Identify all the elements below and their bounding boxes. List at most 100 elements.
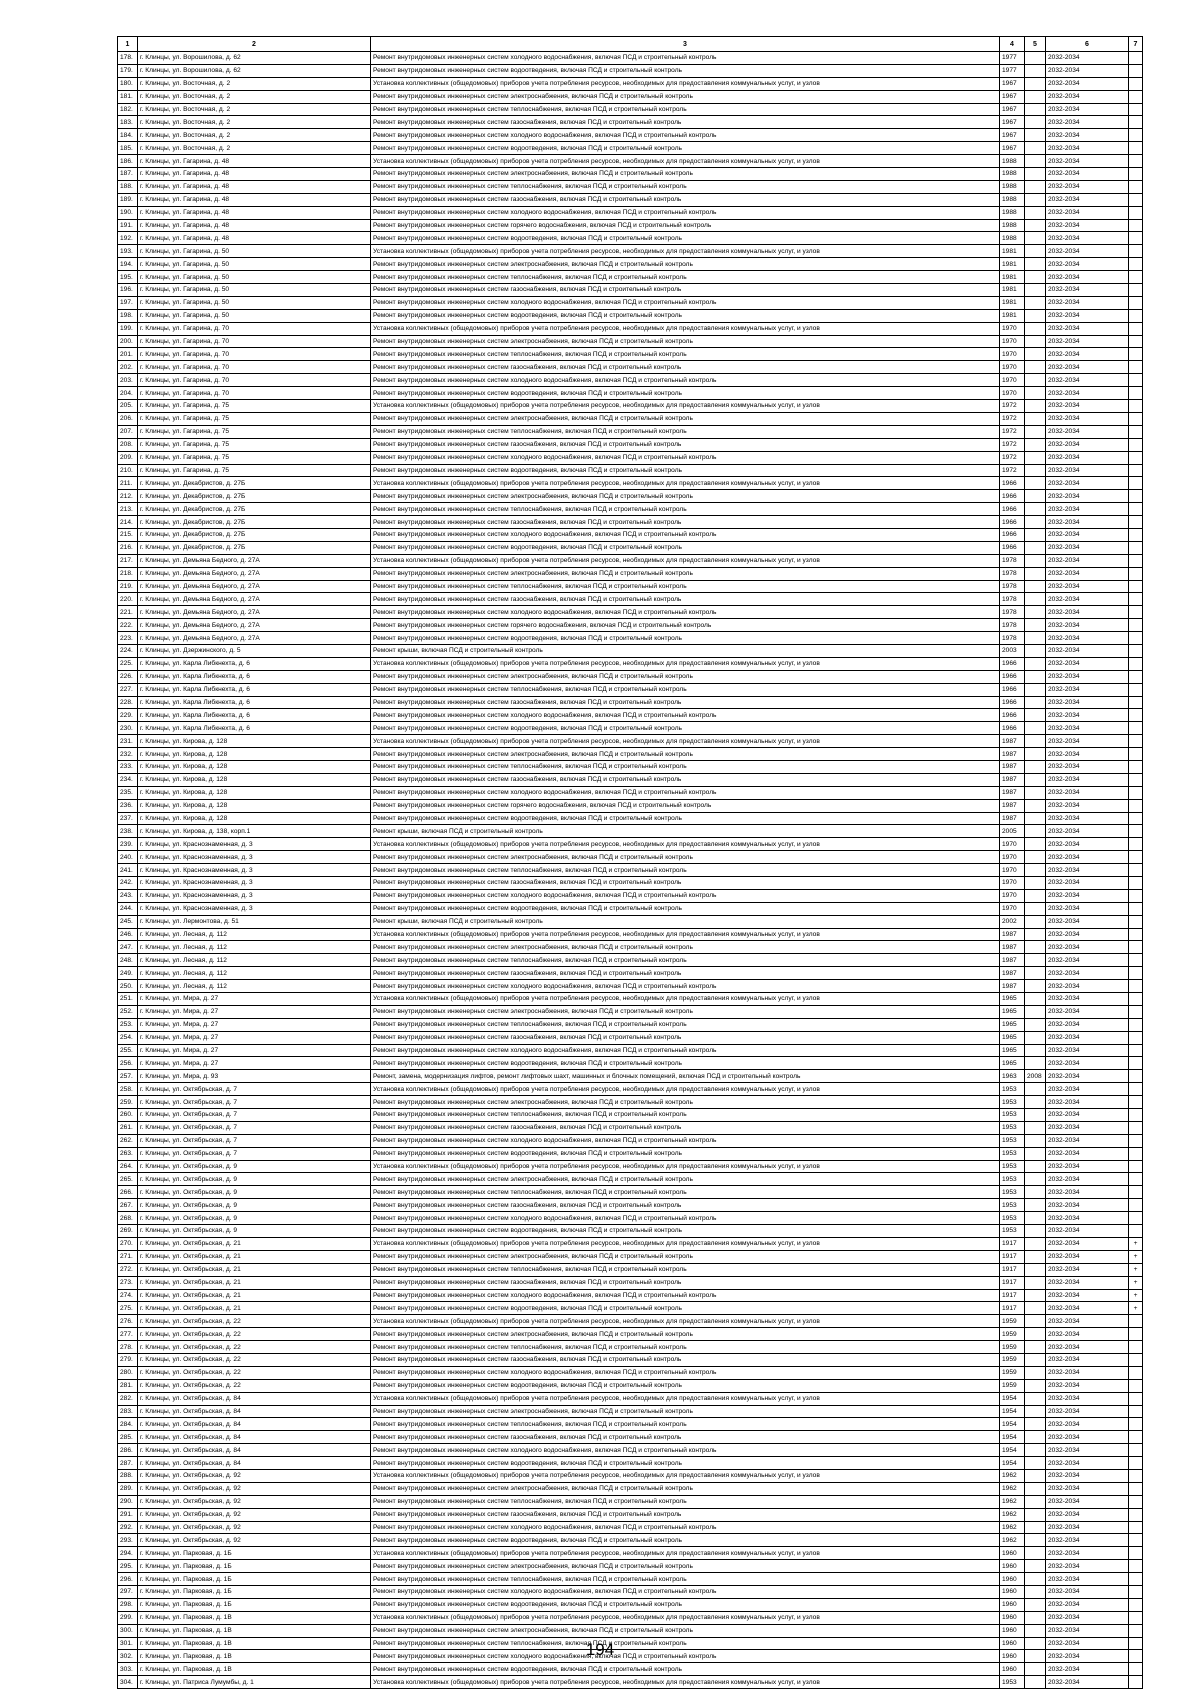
mark-cell [1128, 992, 1143, 1006]
mark-cell [1128, 515, 1143, 529]
overhaul-year-cell [1024, 1365, 1046, 1380]
commission-year-cell: 1959 [999, 1352, 1025, 1367]
row-number-cell: 220. [117, 592, 138, 607]
work-description-cell: Ремонт внутридомовых инженерных систем г… [370, 1030, 1000, 1045]
row-number-cell: 199. [117, 321, 138, 336]
planned-period-cell: 2032-2034 [1045, 373, 1129, 388]
overhaul-year-cell [1024, 502, 1046, 517]
table-row: 220.г. Клинцы, ул. Демьяна Бедного, д. 2… [117, 592, 1143, 607]
address-cell: г. Клинцы, ул. Парковая, д. 1В [137, 1610, 371, 1625]
commission-year-cell: 1966 [999, 695, 1025, 710]
overhaul-year-cell [1024, 940, 1046, 955]
row-number-cell: 192. [117, 231, 138, 246]
address-cell: г. Клинцы, ул. Мира, д. 27 [137, 992, 371, 1006]
work-description-cell: Установка коллективных (общедомовых) при… [370, 1610, 1000, 1625]
row-number-cell: 282. [117, 1391, 138, 1406]
address-cell: г. Клинцы, ул. Октябрьская, д. 9 [137, 1224, 371, 1238]
table-row: 240.г. Клинцы, ул. Краснознаменная, д. 3… [117, 850, 1143, 865]
commission-year-cell: 1967 [999, 115, 1025, 130]
row-number-cell: 256. [117, 1056, 138, 1071]
table-row: 226.г. Клинцы, ул. Карла Либкнехта, д. 6… [117, 669, 1143, 684]
mark-cell [1128, 1004, 1143, 1019]
work-description-cell: Ремонт внутридомовых инженерных систем г… [370, 618, 1000, 633]
mark-cell [1128, 798, 1143, 813]
overhaul-year-cell [1024, 334, 1046, 349]
work-description-cell: Установка коллективных (общедомовых) при… [370, 1159, 1000, 1174]
overhaul-year-cell [1024, 1352, 1046, 1367]
row-number-cell: 185. [117, 141, 138, 156]
overhaul-year-cell [1024, 102, 1046, 117]
planned-period-cell: 2032-2034 [1045, 1030, 1129, 1045]
work-description-cell: Ремонт внутридомовых инженерных систем т… [370, 759, 1000, 774]
overhaul-year-cell [1024, 1288, 1046, 1303]
planned-period-cell: 2032-2034 [1045, 1340, 1129, 1354]
planned-period-cell: 2032-2034 [1045, 1108, 1129, 1122]
address-cell: г. Клинцы, ул. Октябрьская, д. 9 [137, 1211, 371, 1226]
mark-cell [1128, 1378, 1143, 1393]
commission-year-cell: 1970 [999, 360, 1025, 375]
mark-cell [1128, 1494, 1143, 1509]
planned-period-cell: 2032-2034 [1045, 1327, 1129, 1342]
work-description-cell: Ремонт внутридомовых инженерных систем т… [370, 953, 1000, 968]
planned-period-cell: 2032-2034 [1045, 1533, 1129, 1548]
address-cell: г. Клинцы, ул. Октябрьская, д. 22 [137, 1352, 371, 1367]
overhaul-year-cell [1024, 321, 1046, 336]
mark-cell [1128, 424, 1143, 439]
row-number-cell: 269. [117, 1224, 138, 1238]
mark-cell [1128, 759, 1143, 774]
address-cell: г. Клинцы, ул. Гагарина, д. 50 [137, 270, 371, 285]
table-row: 244.г. Клинцы, ул. Краснознаменная, д. 3… [117, 901, 1143, 916]
work-description-cell: Ремонт внутридомовых инженерных систем г… [370, 798, 1000, 813]
work-description-cell: Ремонт внутридомовых инженерных систем э… [370, 334, 1000, 349]
commission-year-cell: 1963 [999, 1069, 1025, 1084]
overhaul-year-cell [1024, 1340, 1046, 1354]
planned-period-cell: 2032-2034 [1045, 1017, 1129, 1032]
row-number-cell: 211. [117, 476, 138, 491]
commission-year-cell: 1988 [999, 192, 1025, 207]
work-description-cell: Ремонт внутридомовых инженерных систем в… [370, 540, 1000, 555]
address-cell: г. Клинцы, ул. Мира, д. 27 [137, 1030, 371, 1045]
planned-period-cell: 2032-2034 [1045, 1236, 1129, 1251]
overhaul-year-cell [1024, 63, 1046, 78]
mark-cell [1128, 167, 1143, 181]
planned-period-cell: 2032-2034 [1045, 437, 1129, 452]
mark-cell [1128, 785, 1143, 800]
mark-cell [1128, 231, 1143, 246]
planned-period-cell: 2032-2034 [1045, 51, 1129, 65]
commission-year-cell: 1987 [999, 940, 1025, 955]
address-cell: г. Клинцы, ул. Гагарина, д. 70 [137, 334, 371, 349]
work-description-cell: Ремонт внутридомовых инженерных систем т… [370, 424, 1000, 439]
planned-period-cell: 2032-2034 [1045, 1584, 1129, 1599]
work-description-cell: Ремонт внутридомовых инженерных систем г… [370, 1507, 1000, 1522]
commission-year-cell: 1988 [999, 167, 1025, 181]
address-cell: г. Клинцы, ул. Демьяна Бедного, д. 27А [137, 605, 371, 620]
planned-period-cell: 2032-2034 [1045, 1082, 1129, 1097]
planned-period-cell: 2032-2034 [1045, 1004, 1129, 1019]
mark-cell [1128, 927, 1143, 942]
mark-cell [1128, 1224, 1143, 1238]
commission-year-cell: 1972 [999, 399, 1025, 413]
mark-cell [1128, 1533, 1143, 1548]
column-header-2: 2 [137, 36, 371, 52]
work-description-cell: Ремонт внутридомовых инженерных систем т… [370, 1262, 1000, 1277]
address-cell: г. Клинцы, ул. Октябрьская, д. 84 [137, 1417, 371, 1432]
table-row: 219.г. Клинцы, ул. Демьяна Бедного, д. 2… [117, 579, 1143, 594]
work-description-cell: Ремонт внутридомовых инженерных систем э… [370, 1095, 1000, 1110]
work-description-cell: Установка коллективных (общедомовых) при… [370, 76, 1000, 91]
address-cell: г. Клинцы, ул. Гагарина, д. 48 [137, 167, 371, 181]
commission-year-cell: 1965 [999, 1017, 1025, 1032]
address-cell: г. Клинцы, ул. Октябрьская, д. 21 [137, 1249, 371, 1264]
work-description-cell: Ремонт внутридомовых инженерных систем э… [370, 850, 1000, 865]
planned-period-cell: 2032-2034 [1045, 192, 1129, 207]
mark-cell [1128, 489, 1143, 504]
work-description-cell: Ремонт внутридомовых инженерных систем х… [370, 373, 1000, 388]
address-cell: г. Клинцы, ул. Краснознаменная, д. 3 [137, 888, 371, 903]
commission-year-cell: 1978 [999, 605, 1025, 620]
address-cell: г. Клинцы, ул. Гагарина, д. 70 [137, 386, 371, 401]
